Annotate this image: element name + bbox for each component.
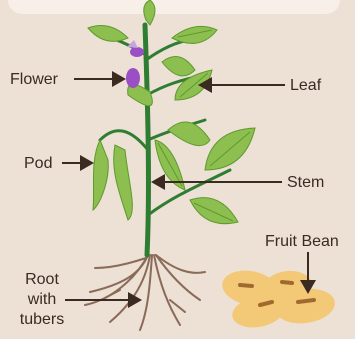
pods xyxy=(93,140,132,220)
label-flower: Flower xyxy=(10,71,58,89)
flowers xyxy=(126,40,144,88)
label-pod: Pod xyxy=(24,155,52,173)
label-stem: Stem xyxy=(287,174,324,192)
label-leaf: Leaf xyxy=(290,77,321,95)
beans xyxy=(219,266,337,331)
label-fruit-bean: Fruit Bean xyxy=(265,233,339,251)
leaves xyxy=(88,0,255,224)
roots xyxy=(85,255,205,330)
label-root-with-tubers: Root with tubers xyxy=(10,270,74,330)
